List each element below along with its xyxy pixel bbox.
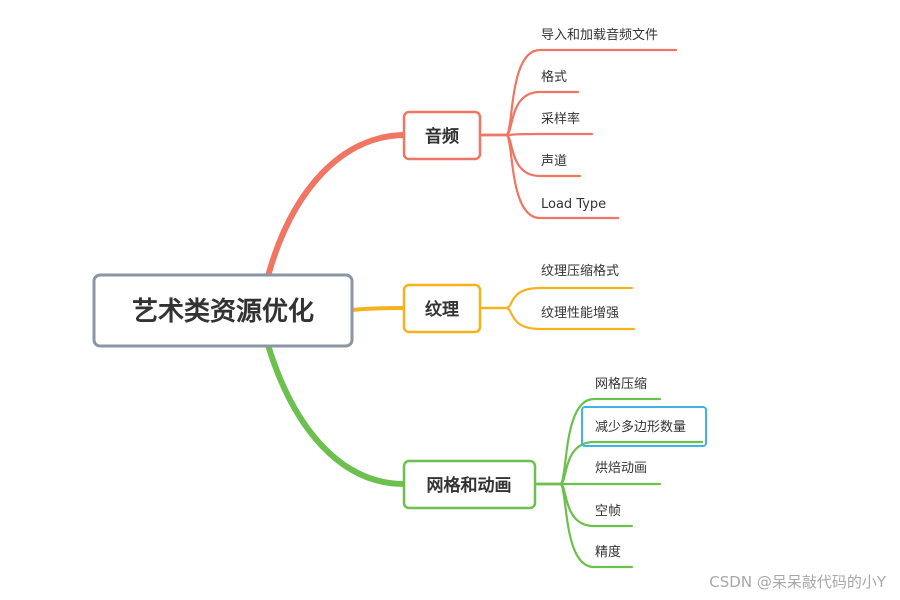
root-branch-connector-mesh — [265, 342, 407, 487]
root-node-box — [92, 273, 354, 348]
leaf-connectors — [478, 48, 704, 569]
leaf-label-mesh[interactable]: 烘焙动画 — [595, 461, 647, 476]
leaf-label-audio[interactable]: 格式 — [541, 69, 567, 85]
branch-node-mesh[interactable]: 网格和动画 — [402, 459, 537, 510]
leaf-label-texture[interactable]: 纹理性能增强 — [541, 306, 619, 321]
leaf-label-texture[interactable]: 纹理压缩格式 — [541, 263, 619, 279]
branch-node-audio[interactable]: 音频 — [402, 110, 482, 161]
watermark: CSDN @呆呆敲代码的小Y — [709, 573, 886, 591]
leaf-connector — [478, 133, 620, 220]
branch-node-label: 网格和动画 — [427, 475, 512, 496]
leaf-label-mesh[interactable]: 精度 — [595, 544, 621, 560]
leaf-label-audio[interactable]: 声道 — [541, 154, 567, 169]
root-node-label: 艺术类资源优化 — [132, 297, 314, 327]
selected-leaf-highlight — [581, 406, 707, 447]
branch-node-label: 音频 — [425, 126, 459, 147]
root-branch-connector-audio — [265, 132, 407, 279]
branch-node-box — [402, 459, 537, 510]
leaf-label-audio[interactable]: 导入和加载音频文件 — [541, 27, 658, 43]
leaf-label-audio[interactable]: Load Type — [541, 197, 606, 212]
leaf-label-mesh[interactable]: 网格压缩 — [595, 376, 647, 392]
leaf-label-mesh[interactable]: 减少多边形数量 — [595, 419, 686, 435]
branch-node-label: 纹理 — [425, 299, 459, 320]
leaf-label-mesh[interactable]: 空帧 — [595, 504, 621, 519]
leaf-connector — [533, 482, 634, 569]
branch-node-box — [402, 283, 482, 334]
leaf-connector — [478, 286, 634, 310]
root-node[interactable]: 艺术类资源优化 — [92, 273, 354, 348]
leaf-connector — [478, 306, 636, 331]
leaf-label-audio[interactable]: 采样率 — [541, 111, 580, 127]
branch-node-texture[interactable]: 纹理 — [402, 283, 482, 334]
root-branch-connector-texture — [350, 306, 406, 312]
branch-node-box — [402, 110, 482, 161]
